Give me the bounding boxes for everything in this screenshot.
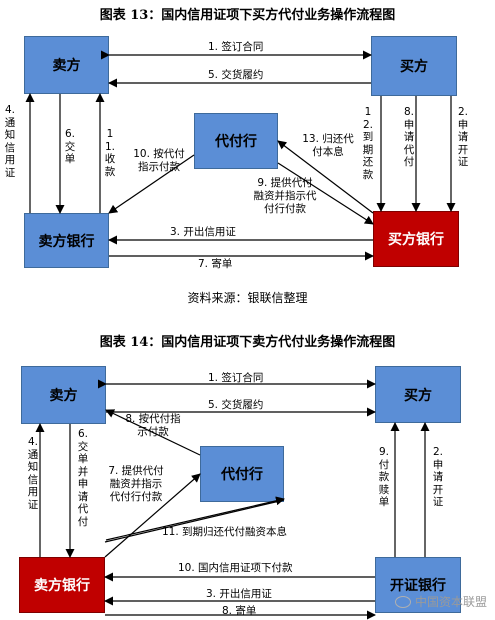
f14-node-buyer-label: 买方 — [404, 387, 432, 404]
f13-step-12: 12. 到期还款 — [362, 106, 374, 181]
f14-arrow-11-line — [104, 499, 285, 543]
f13-step-11: 11. 收款 — [104, 128, 116, 178]
f13-node-payer-label: 代付行 — [215, 134, 257, 150]
f14-arrow-8 — [105, 409, 201, 456]
f14-step-10: 10. 国内信用证项下付款 — [178, 562, 293, 574]
f13-node-buyer-bank-label: 买方银行 — [388, 232, 444, 248]
f13-step-10: 10. 按代付指示付款 — [133, 148, 185, 173]
f13-step-9: 9. 提供代付融资并指示代付行付款 — [253, 177, 317, 215]
watermark-text: 中国资本联盟 — [414, 595, 487, 609]
f14-arrow-11 — [105, 496, 285, 541]
f13-step-1: 1. 签订合同 — [208, 41, 264, 53]
f14-node-buyer: 买方 — [375, 366, 461, 423]
f14-node-issuing-bank: 开证银行 — [375, 557, 461, 613]
f13-arrow-10 — [108, 154, 195, 214]
figure13-source: 资料来源：银联信整理 — [187, 291, 308, 305]
f14-step-11: 11. 到期归还代付融资本息 — [162, 526, 288, 538]
f13-node-buyer-label: 买方 — [400, 59, 428, 75]
f14-node-seller-bank-label: 卖方银行 — [34, 578, 90, 594]
f14-node-seller-bank: 卖方银行 — [19, 557, 105, 613]
f14-node-seller: 卖方 — [21, 366, 106, 424]
figure13-title: 图表 13：国内信用证项下买方代付业务操作流程图 — [99, 8, 396, 23]
f14-step-4: 4. 通知信用证 — [27, 436, 39, 511]
f13-step-6: 6. 交单 — [64, 128, 76, 165]
f14-step-2: 2. 申请开证 — [432, 446, 444, 508]
f14-node-issuing-bank-label: 开证银行 — [390, 578, 446, 594]
f13-node-seller-bank-label: 卖方银行 — [38, 233, 95, 250]
watermark: 中国资本联盟 — [394, 593, 487, 610]
f13-step-3: 3. 开出信用证 — [170, 226, 236, 238]
f13-node-seller-label: 卖方 — [52, 58, 81, 74]
f13-node-seller: 卖方 — [24, 36, 109, 94]
f14-step-6: 6. 交单并申请代付 — [77, 428, 89, 528]
f13-arrow-9 — [277, 162, 374, 225]
f13-step-7: 7. 寄单 — [198, 258, 233, 270]
wechat-icon — [394, 595, 411, 608]
f14-node-seller-label: 卖方 — [49, 388, 78, 404]
f14-step-7: 7. 提供代付融资并指示代付行付款 — [108, 465, 164, 503]
f14-step-5: 5. 交货履约 — [208, 399, 264, 411]
f14-node-payer-label: 代付行 — [221, 467, 263, 483]
f13-step-2: 2. 申请开证 — [457, 106, 469, 168]
f13-step-8: 8. 申请代付 — [403, 106, 415, 168]
f13-node-seller-bank: 卖方银行 — [24, 213, 109, 268]
f14-node-payer: 代付行 — [200, 446, 284, 502]
f14-arrow-7 — [104, 473, 201, 558]
f13-step-13: 13. 归还代付本息 — [302, 133, 354, 158]
f14-step-8b: 8. 寄单 — [222, 605, 257, 617]
f13-step-5: 5. 交货履约 — [208, 69, 264, 81]
f13-arrow-13 — [277, 140, 374, 214]
figure14-title: 图表 14：国内信用证项下卖方代付业务操作流程图 — [99, 335, 396, 350]
f14-step-3: 3. 开出信用证 — [206, 588, 272, 600]
f13-node-buyer: 买方 — [371, 36, 457, 96]
f13-step-4: 4. 通知信用证 — [4, 104, 16, 179]
f13-node-payer: 代付行 — [194, 113, 278, 169]
f14-step-9: 9. 付款赎单 — [378, 446, 390, 508]
